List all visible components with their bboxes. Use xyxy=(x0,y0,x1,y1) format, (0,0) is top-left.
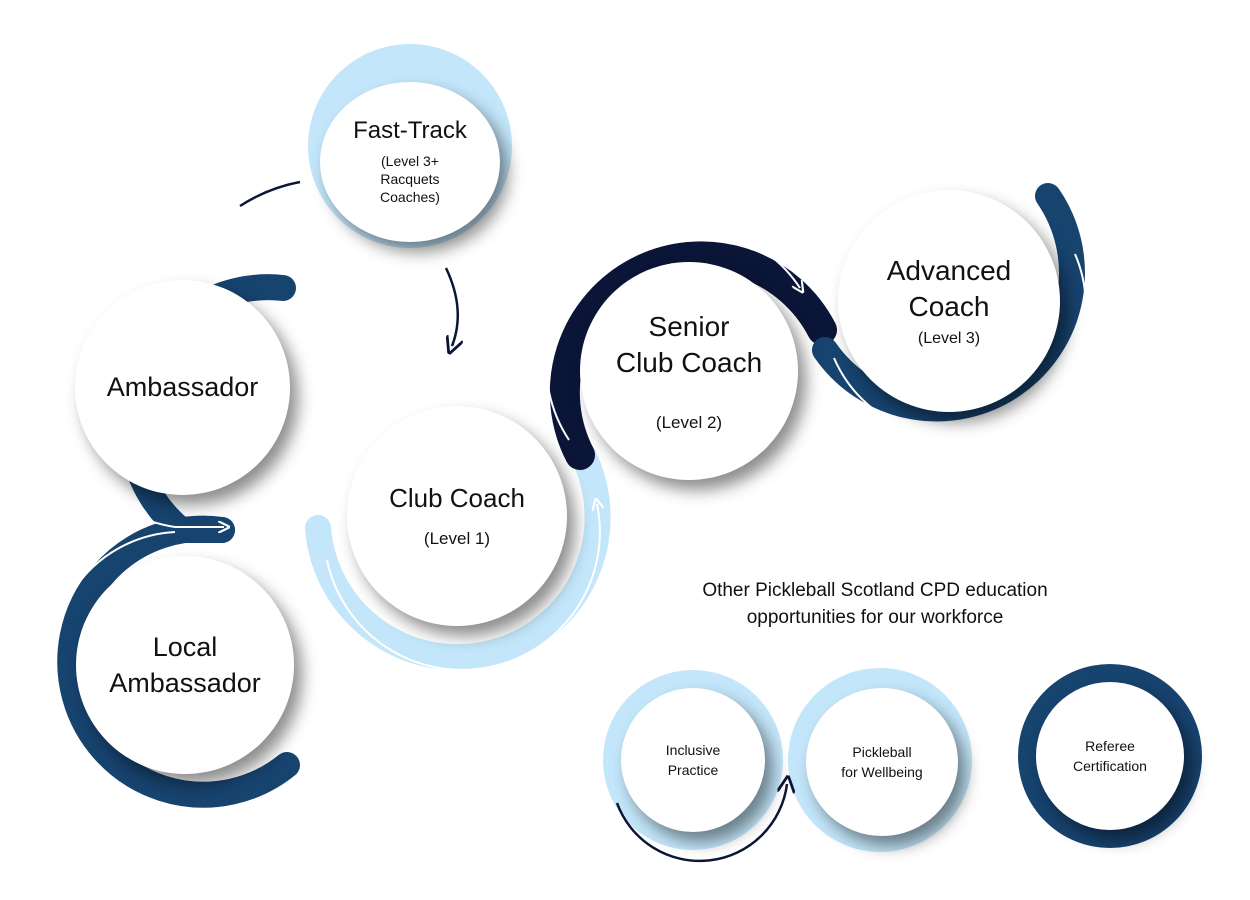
advanced-coach-guide-line xyxy=(833,253,1087,439)
club-coach-title: Club Coach xyxy=(389,482,525,513)
local-ambassador-arc xyxy=(57,515,300,808)
ambassador-node: Ambassador xyxy=(75,280,290,495)
fast-track-node: Fast-Track (Level 3+ Racquets Coaches) xyxy=(320,82,500,242)
senior-club-coach-arc xyxy=(549,241,837,470)
local-ambassador-node: Local Ambassador xyxy=(76,556,294,774)
inclusive-practice-label: Inclusive Practice xyxy=(665,741,721,778)
fast-track-title: Fast-Track xyxy=(353,117,467,145)
ambassador-title: Ambassador xyxy=(106,372,259,403)
senior-club-coach-title: Senior Club Coach xyxy=(615,310,763,379)
fast-track-subtitle: (Level 3+ Racquets Coaches) xyxy=(380,153,440,206)
referee-certification-node: Referee Certification xyxy=(1036,682,1184,830)
club-coach-arc xyxy=(305,442,611,671)
advanced-coach-level: (Level 3) xyxy=(917,330,981,348)
cpd-connector-arrow xyxy=(615,784,787,863)
fast-track-entry-line xyxy=(239,180,301,208)
local-ambassador-guide-line xyxy=(50,531,176,713)
advanced-coach-title: Advanced Coach xyxy=(886,254,1012,322)
senior-club-coach-node: Senior Club Coach (Level 2) xyxy=(580,262,798,480)
referee-certification-label: Referee Certification xyxy=(1073,737,1147,774)
ambassador-guide-line xyxy=(53,339,224,527)
pickleball-for-wellbeing-node: Pickleball for Wellbeing xyxy=(806,688,958,836)
senior-club-coach-level: (Level 2) xyxy=(655,412,723,432)
club-coach-level: (Level 1) xyxy=(423,528,491,548)
local-ambassador-title: Local Ambassador xyxy=(109,631,261,698)
inclusive-practice-node: Inclusive Practice xyxy=(621,688,765,832)
cpd-heading: Other Pickleball Scotland CPD education … xyxy=(702,580,1048,628)
club-coach-node: Club Coach (Level 1) xyxy=(347,406,567,626)
fast-track-to-club-coach-arrow xyxy=(444,267,458,346)
pickleball-for-wellbeing-label: Pickleball for Wellbeing xyxy=(841,743,923,780)
club-coach-guide-line xyxy=(326,504,600,671)
advanced-coach-node: Advanced Coach (Level 3) xyxy=(838,190,1060,412)
senior-club-coach-guide-line xyxy=(545,224,800,441)
